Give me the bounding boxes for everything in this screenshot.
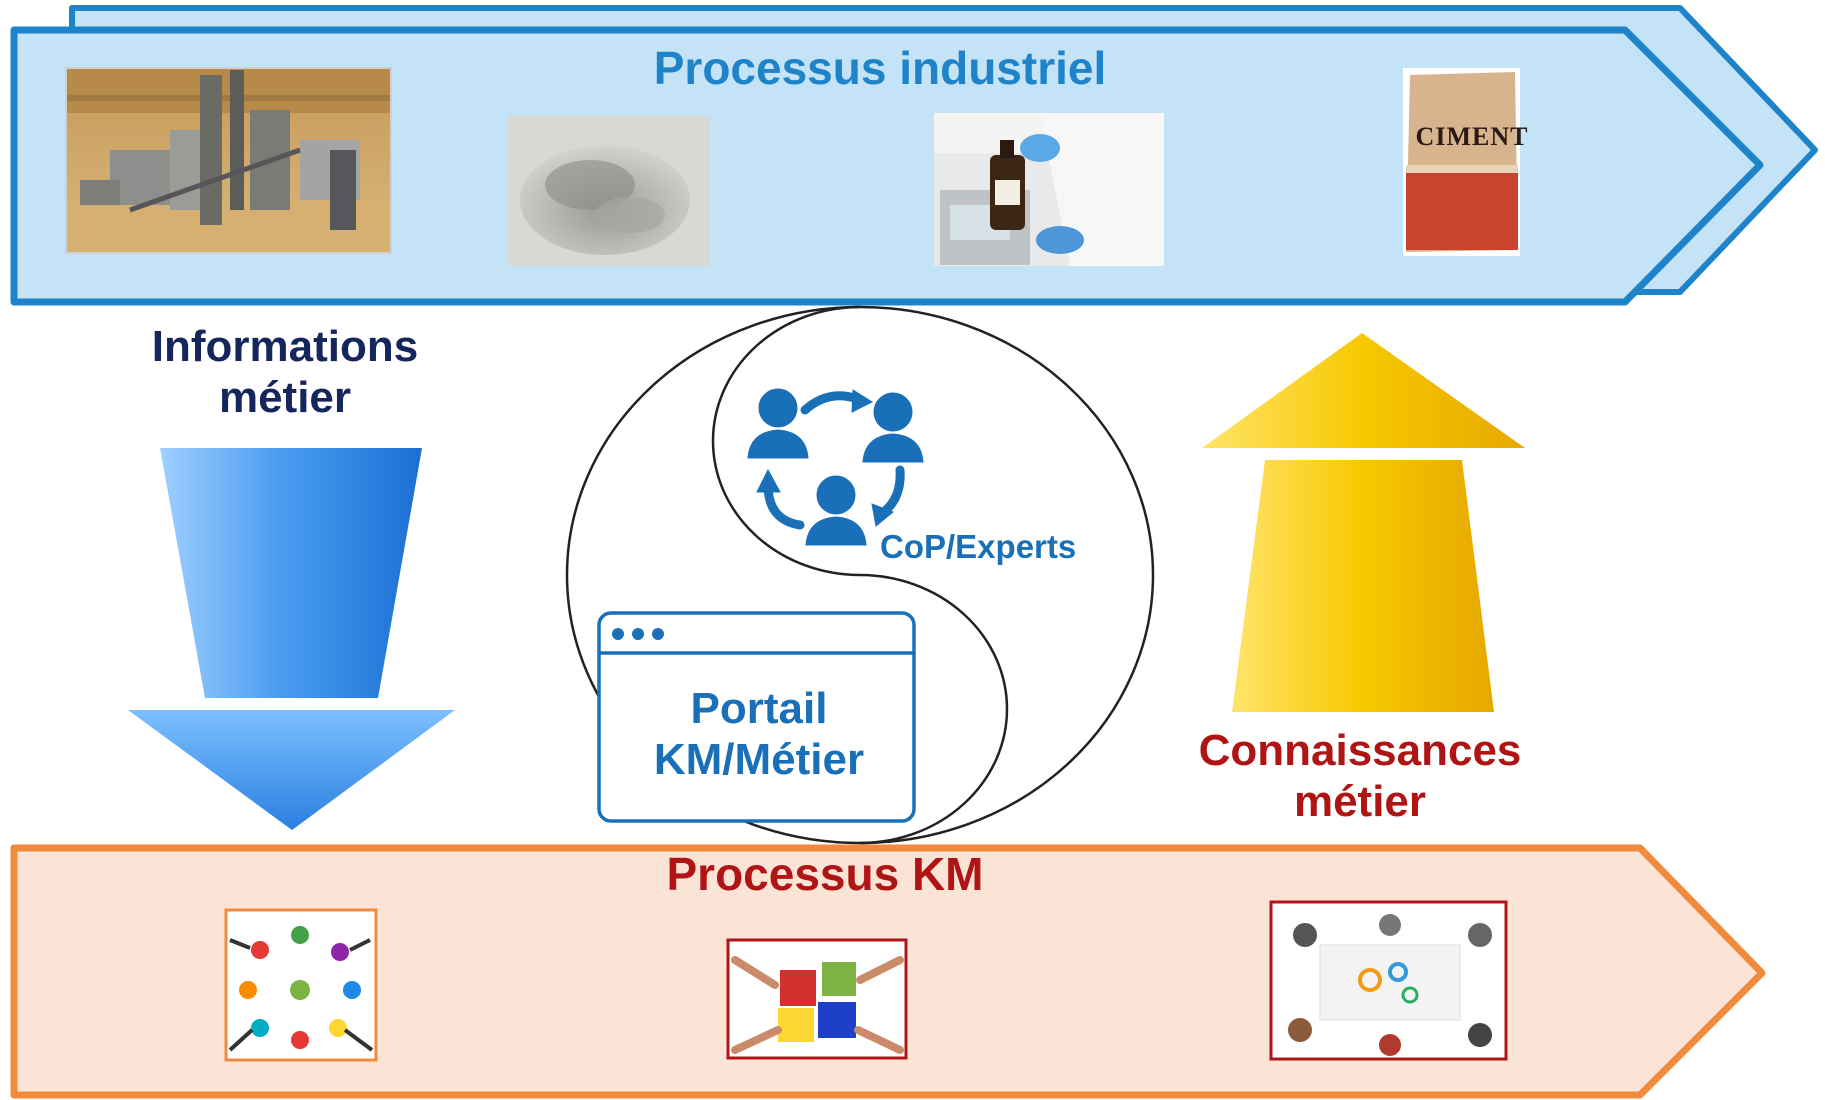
cement-bag-photo xyxy=(1403,68,1520,256)
industrial-process-title: Processus industriel xyxy=(653,42,1107,94)
cement-powder-photo xyxy=(508,116,710,266)
cement-plant-photo xyxy=(65,67,392,254)
laboratory-photo xyxy=(934,113,1164,266)
portal-km-label: Portail KM/Métier xyxy=(600,684,918,785)
cop-experts-label: CoP/Experts xyxy=(880,528,1077,565)
connaissances-metier-label: Connaissances métier xyxy=(1198,726,1522,826)
informations-down-arrow xyxy=(128,448,455,830)
team-meeting-table-photo xyxy=(1269,900,1508,1061)
portal-label-line2: KM/Métier xyxy=(653,734,865,784)
connaissances-up-arrow xyxy=(1202,333,1525,712)
cement-bag-text: CIMENT xyxy=(1415,122,1529,151)
portal-km-window xyxy=(597,611,916,823)
puzzle-pieces-hands-photo xyxy=(726,938,908,1060)
yin-yang-circle xyxy=(565,305,1155,845)
km-process-title: Processus KM xyxy=(666,848,984,900)
industrial-banner-front xyxy=(10,26,1764,306)
cop-experts-icon xyxy=(747,388,924,546)
puzzle-circle-hands-photo xyxy=(224,908,378,1062)
informations-metier-label: Informations métier xyxy=(151,322,419,422)
portal-label-line1: Portail xyxy=(690,684,828,733)
